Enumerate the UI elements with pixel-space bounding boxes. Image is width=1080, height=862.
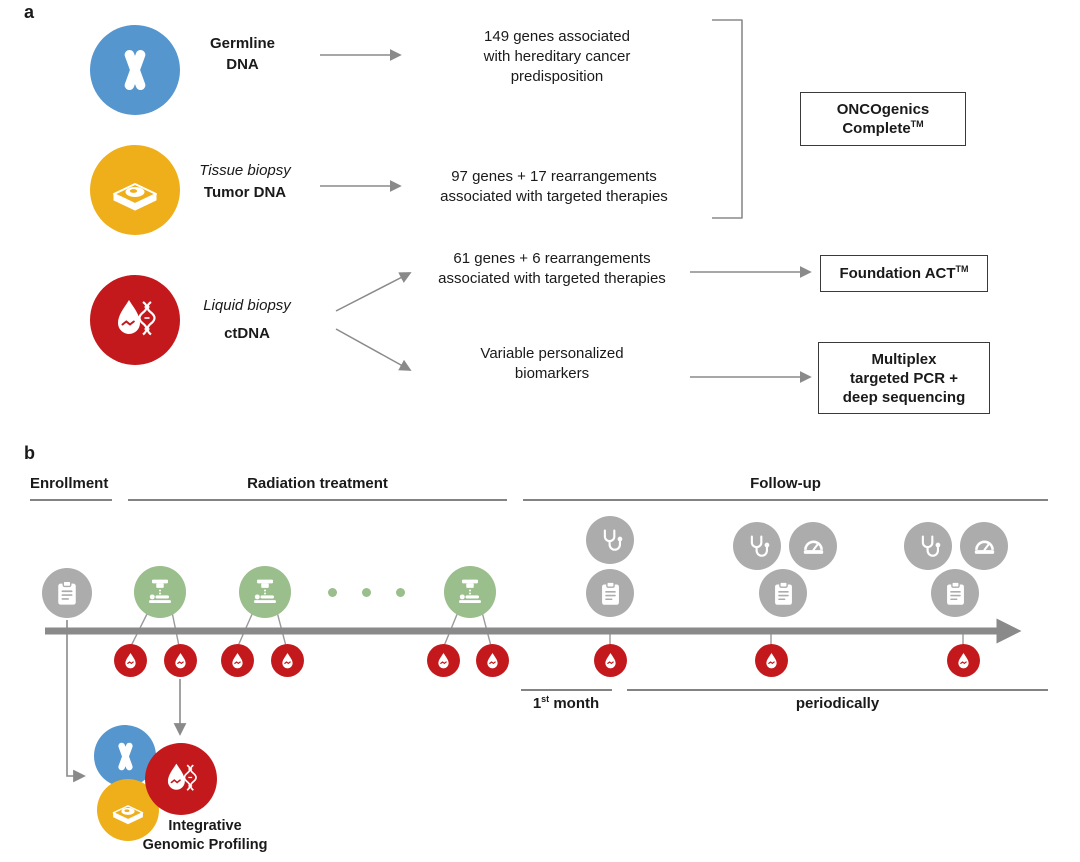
blood-sample-circle bbox=[755, 644, 788, 677]
phase-enrollment: Enrollment bbox=[30, 475, 109, 492]
box-line: ONCOgenics bbox=[836, 101, 930, 118]
gauge-icon bbox=[971, 533, 998, 560]
blood-drop-icon bbox=[483, 651, 502, 670]
grouping-bracket bbox=[712, 19, 743, 219]
stethoscope-circle bbox=[904, 522, 952, 570]
ctdna-label: Liquid biopsy ctDNA bbox=[183, 295, 311, 344]
first-month-label: 1st month bbox=[532, 694, 600, 713]
blood-sample-circle bbox=[164, 644, 197, 677]
blood-drop-icon bbox=[434, 651, 453, 670]
box-line: CompleteTM bbox=[842, 119, 924, 138]
clipboard-icon bbox=[770, 580, 797, 607]
phase-followup: Follow-up bbox=[750, 475, 821, 492]
trademark-sup: TM bbox=[955, 264, 969, 274]
tumor-dna-title: Tumor DNA bbox=[203, 184, 287, 201]
blood-sample-circle bbox=[476, 644, 509, 677]
clipboard-icon bbox=[53, 579, 81, 607]
checkup-clipboard-circle bbox=[931, 569, 979, 617]
liquid-biopsy-circle bbox=[90, 275, 180, 365]
blood-drop-icon bbox=[171, 651, 190, 670]
foundation-act-box: Foundation ACTTM bbox=[820, 255, 988, 292]
tumor-dna-label: Tissue biopsy Tumor DNA bbox=[180, 160, 310, 203]
ellipsis-dot bbox=[396, 588, 405, 597]
enrollment-circle bbox=[42, 568, 92, 618]
ctdna-title: ctDNA bbox=[224, 325, 270, 342]
germline-panel-desc: 149 genes associated with hereditary can… bbox=[483, 28, 631, 85]
germline-dna-label: Germline DNA bbox=[209, 35, 276, 73]
radiotherapy-session-circle bbox=[444, 566, 496, 618]
germline-dna-circle bbox=[90, 25, 180, 115]
ctdna-upper-desc: 61 genes + 6 rearrangements associated w… bbox=[438, 250, 666, 287]
blood-drop-icon bbox=[278, 651, 297, 670]
blood-drop-icon bbox=[228, 651, 247, 670]
arrow-ctdna-upper bbox=[335, 272, 412, 312]
blood-sample-circle bbox=[271, 644, 304, 677]
chromosome-icon bbox=[109, 740, 142, 773]
gauge-icon bbox=[800, 533, 827, 560]
stethoscope-circle bbox=[733, 522, 781, 570]
radiotherapy-session-circle bbox=[239, 566, 291, 618]
ordinal-sup: st bbox=[541, 694, 550, 704]
arrow-ctdna-lower bbox=[335, 328, 412, 371]
oncogenics-box: ONCOgenics CompleteTM bbox=[800, 92, 966, 146]
multiplex-box: Multiplex targeted PCR + deep sequencing bbox=[818, 342, 990, 414]
monitor-circle bbox=[960, 522, 1008, 570]
blood-drop-icon bbox=[121, 651, 140, 670]
chromosome-icon bbox=[111, 46, 159, 94]
blood-sample-circle bbox=[221, 644, 254, 677]
phase-underlines bbox=[30, 499, 1048, 691]
radiotherapy-machine-icon bbox=[455, 577, 485, 607]
checkup-clipboard-circle bbox=[759, 569, 807, 617]
stethoscope-circle bbox=[586, 516, 634, 564]
ctdna-lower-desc: Variable personalized biomarkers bbox=[480, 345, 624, 382]
blood-drop-icon bbox=[954, 651, 973, 670]
blood-sample-circle bbox=[114, 644, 147, 677]
box-line: Multiplex targeted PCR + deep sequencing bbox=[842, 350, 966, 406]
enrollment-to-profiling-arrow bbox=[66, 620, 86, 783]
trademark-sup: TM bbox=[910, 119, 924, 129]
ellipsis-dot bbox=[362, 588, 371, 597]
phase-radiation: Radiation treatment bbox=[247, 475, 388, 492]
radiotherapy-machine-icon bbox=[250, 577, 280, 607]
clipboard-icon bbox=[942, 580, 969, 607]
cluster-liquid-circle bbox=[145, 743, 217, 815]
box-line: Foundation ACTTM bbox=[839, 264, 969, 283]
radiotherapy-machine-icon bbox=[145, 577, 175, 607]
tumor-panel-desc: 97 genes + 17 rearrangements associated … bbox=[440, 168, 668, 205]
periodically-label: periodically bbox=[795, 695, 880, 712]
panel-a-label: a bbox=[24, 2, 35, 22]
checkup-clipboard-circle bbox=[586, 569, 634, 617]
panel-b-label: b bbox=[24, 443, 35, 463]
liquid-biopsy-icon bbox=[161, 759, 201, 799]
integrative-profiling-label: Integrative Genomic Profiling bbox=[142, 818, 268, 853]
stethoscope-icon bbox=[597, 527, 624, 554]
radiotherapy-session-circle bbox=[134, 566, 186, 618]
stethoscope-icon bbox=[744, 533, 771, 560]
liquid-biopsy-icon bbox=[109, 294, 161, 346]
liquid-biopsy-subtitle: Liquid biopsy bbox=[203, 297, 291, 314]
blood-drop-icon bbox=[762, 651, 781, 670]
blood-sample-circle bbox=[947, 644, 980, 677]
blood-drop-icon bbox=[601, 651, 620, 670]
tissue-biopsy-icon bbox=[109, 164, 161, 216]
panel-a-arrows bbox=[320, 49, 812, 383]
monitor-circle bbox=[789, 522, 837, 570]
blood-sample-circle bbox=[594, 644, 627, 677]
tissue-biopsy-subtitle: Tissue biopsy bbox=[199, 162, 291, 179]
ellipsis-dot bbox=[328, 588, 337, 597]
blood-sample-circle bbox=[427, 644, 460, 677]
tissue-biopsy-circle bbox=[90, 145, 180, 235]
clipboard-icon bbox=[597, 580, 624, 607]
stethoscope-icon bbox=[915, 533, 942, 560]
